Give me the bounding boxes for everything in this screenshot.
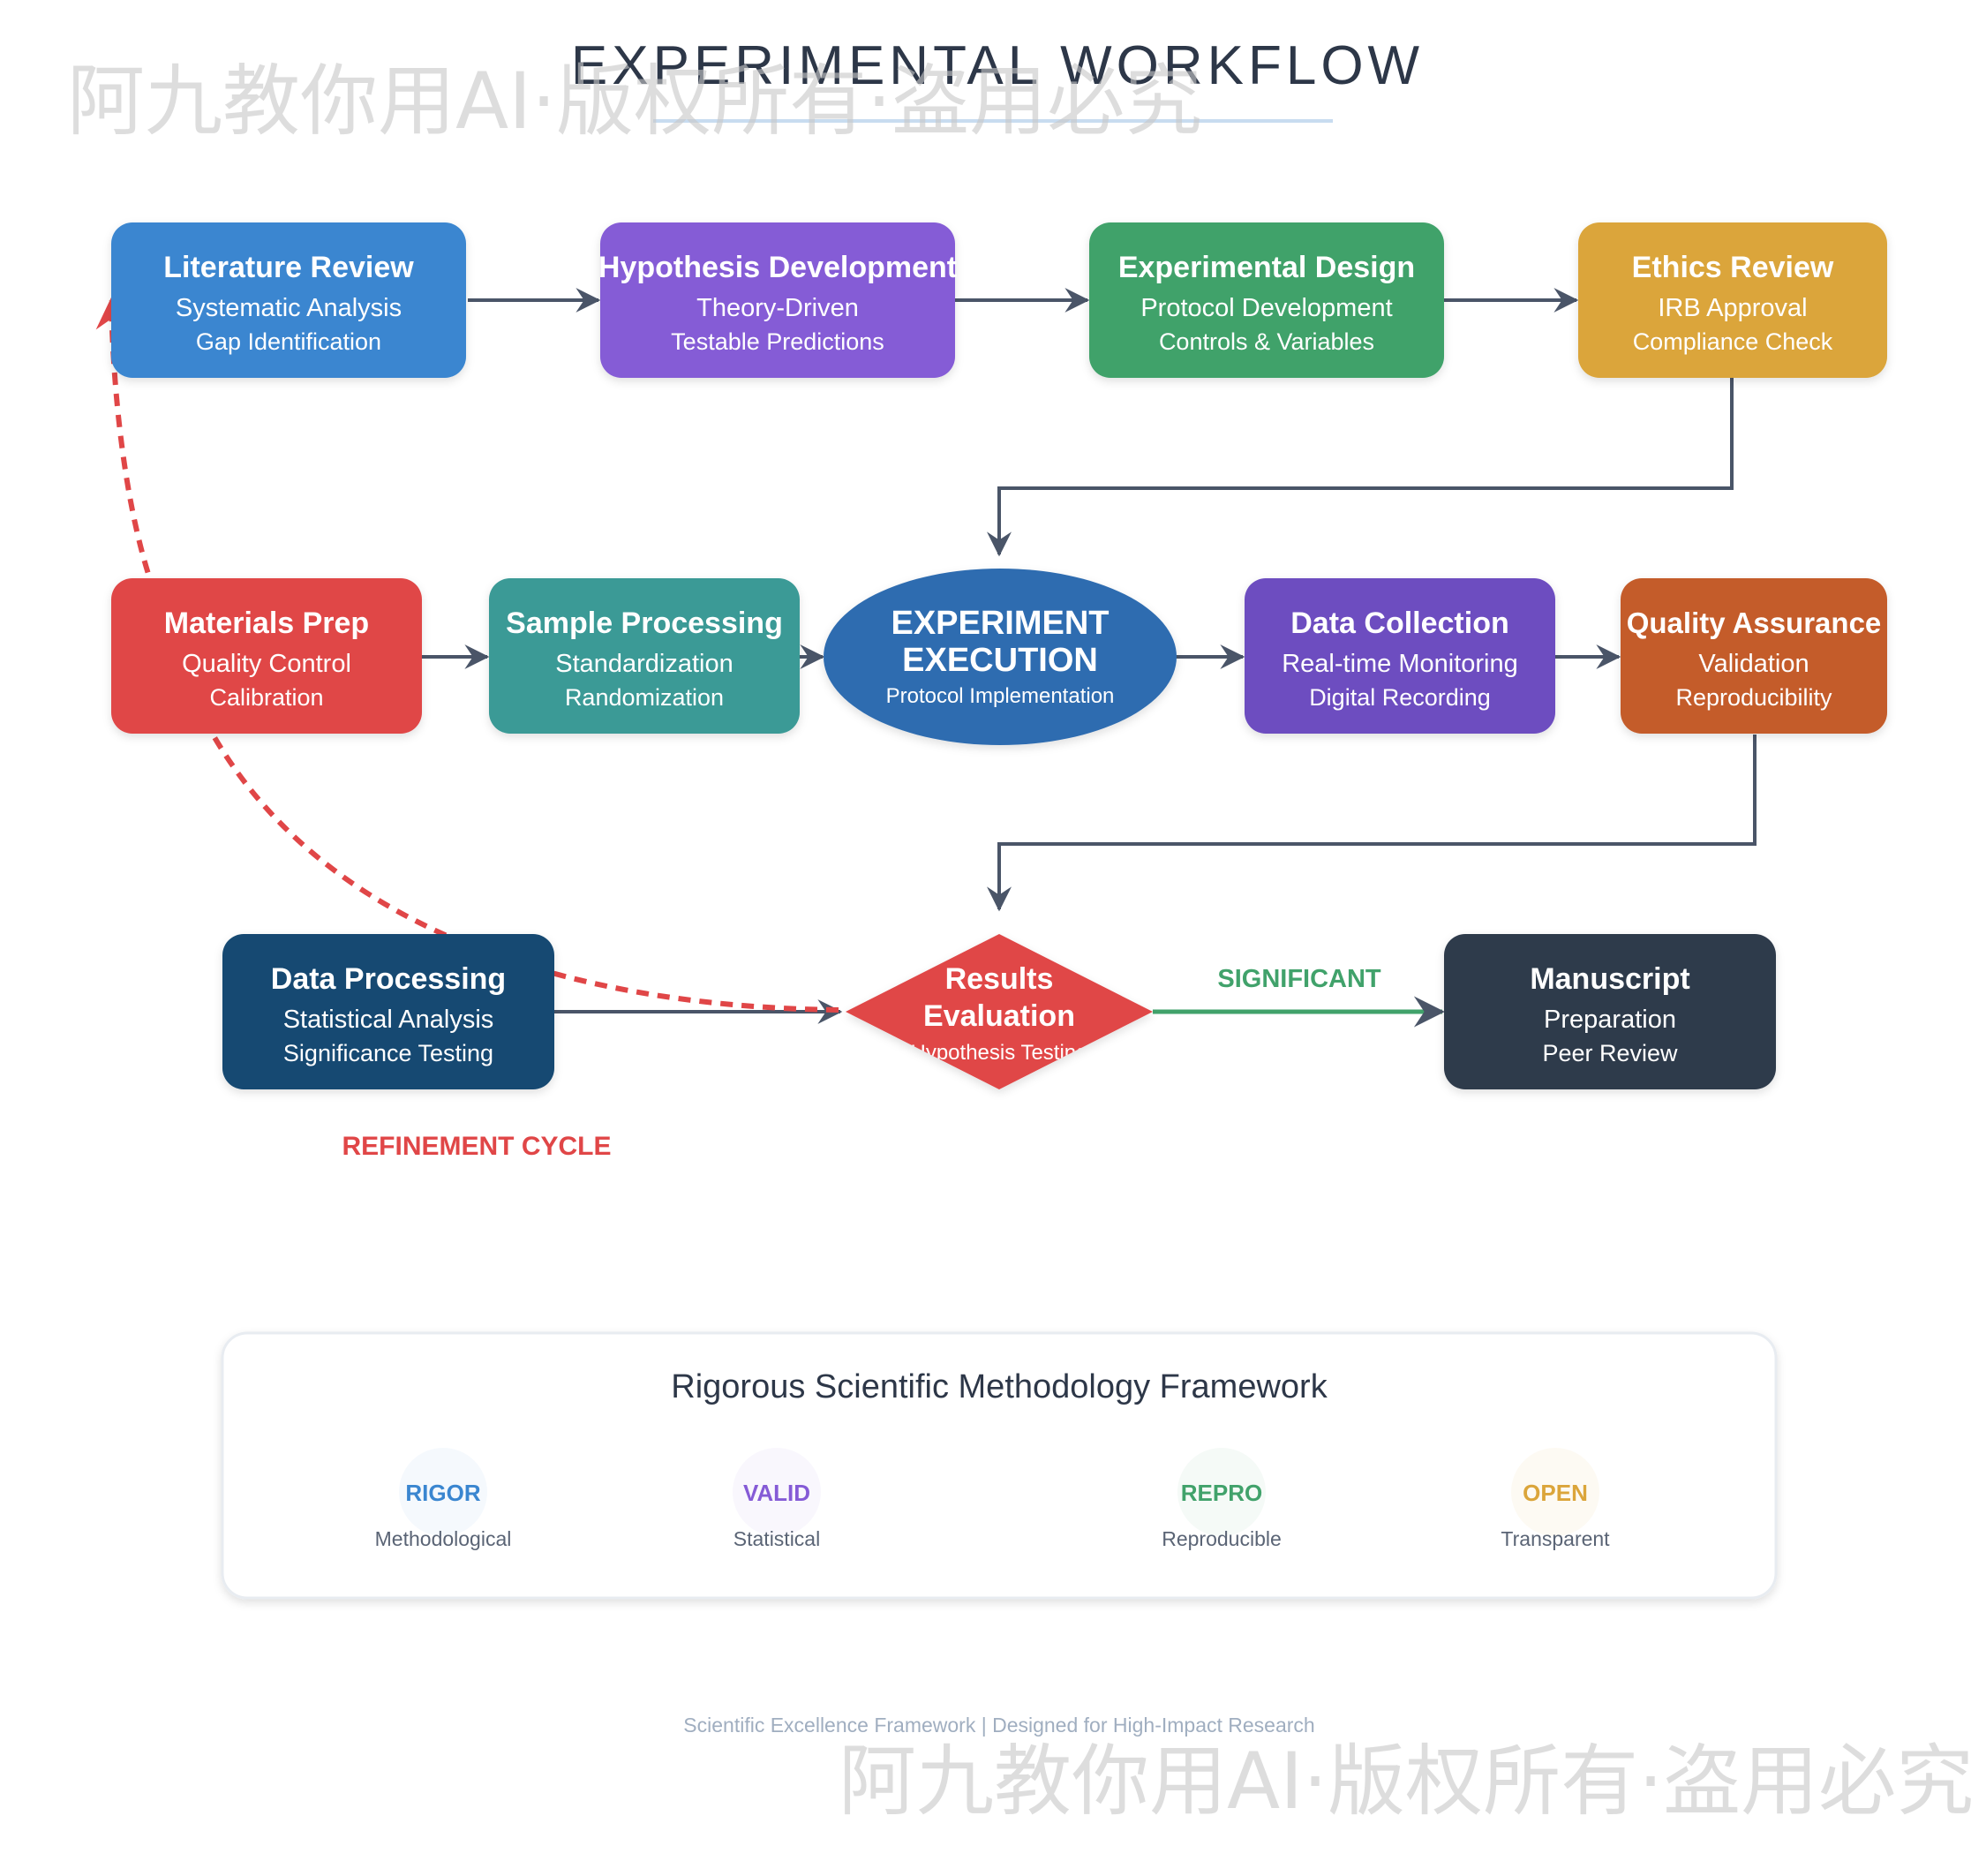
node-data-collection-line1: Real-time Monitoring (1282, 650, 1518, 678)
watermark-top: 阿九教你用AI·版权所有·盗用必究 (67, 56, 1202, 147)
node-experiment-execution-ellipse (824, 569, 1177, 745)
node-literature-review (111, 222, 466, 378)
node-hypothesis-line1: Theory-Driven (696, 294, 859, 322)
node-sample-processing-box (489, 578, 800, 734)
framework-item-valid: VALID Statistical (733, 1448, 821, 1550)
node-experimental-design-title: Experimental Design (1118, 251, 1415, 284)
node-hypothesis-box (600, 222, 955, 378)
node-results-evaluation-diamond (846, 934, 1153, 1089)
node-quality-assurance (1621, 578, 1887, 734)
node-ethics-review-title: Ethics Review (1632, 251, 1834, 284)
framework-item-open-label: OPEN (1523, 1480, 1588, 1506)
node-data-processing-title: Data Processing (271, 962, 506, 996)
framework-item-repro: REPRO Reproducible (1162, 1448, 1282, 1550)
arrow-ethics-to-exec (987, 378, 1734, 557)
node-ethics-review (1578, 222, 1887, 378)
framework-item-repro-badge (1177, 1448, 1266, 1536)
framework-panel (221, 1331, 1778, 1600)
connectors (422, 288, 1757, 1028)
node-manuscript (1444, 934, 1776, 1089)
framework-item-open-sub: Transparent (1501, 1527, 1610, 1550)
node-ethics-review-line1: IRB Approval (1658, 294, 1807, 322)
node-results-evaluation-title1: Results (945, 962, 1054, 996)
node-materials-prep-line2: Calibration (209, 684, 323, 711)
framework-item-rigor: RIGOR Methodological (375, 1448, 512, 1550)
framework-item-repro-sub: Reproducible (1162, 1527, 1282, 1550)
node-sample-processing-line2: Randomization (565, 684, 724, 711)
node-hypothesis (600, 222, 955, 378)
framework-item-rigor-label: RIGOR (405, 1480, 480, 1506)
node-quality-assurance-line2: Reproducibility (1675, 684, 1832, 711)
node-ethics-review-line2: Compliance Check (1633, 328, 1833, 355)
framework-item-rigor-sub: Methodological (375, 1527, 512, 1550)
node-materials-prep (111, 578, 422, 734)
watermark-bottom: 阿九教你用AI·版权所有·盗用必究 (839, 1736, 1974, 1827)
node-sample-processing-title: Sample Processing (506, 606, 783, 640)
node-sample-processing-line1: Standardization (555, 650, 733, 678)
node-experiment-execution-title1: EXPERIMENT (891, 605, 1109, 642)
node-results-evaluation (846, 934, 1153, 1089)
node-manuscript-line2: Peer Review (1542, 1040, 1678, 1066)
page-title: EXPERIMENTAL WORKFLOW (571, 35, 1424, 96)
footer-text: Scientific Excellence Framework | Design… (683, 1714, 1314, 1737)
node-ethics-review-box (1578, 222, 1887, 378)
node-literature-review-title: Literature Review (163, 251, 414, 284)
node-experiment-execution-title2: EXECUTION (902, 642, 1098, 679)
node-data-collection-line2: Digital Recording (1309, 684, 1491, 711)
node-materials-prep-box (111, 578, 422, 734)
framework-item-valid-label: VALID (743, 1480, 810, 1506)
node-materials-prep-line1: Quality Control (182, 650, 351, 678)
framework-item-rigor-badge (399, 1448, 487, 1536)
node-experimental-design (1089, 222, 1444, 378)
node-literature-review-line2: Gap Identification (196, 328, 381, 355)
framework-item-repro-label: REPRO (1181, 1480, 1262, 1506)
node-literature-review-box (111, 222, 466, 378)
node-quality-assurance-title: Quality Assurance (1627, 606, 1882, 639)
refinement-cycle-label: REFINEMENT CYCLE (342, 1132, 611, 1161)
framework-item-valid-sub: Statistical (733, 1527, 820, 1550)
node-data-collection (1245, 578, 1555, 734)
node-experiment-execution-line1: Protocol Implementation (886, 684, 1115, 708)
significant-label: SIGNIFICANT (1217, 965, 1381, 993)
node-hypothesis-title: Hypothesis Development (598, 251, 957, 284)
node-results-evaluation-line1: Hypothesis Testing (911, 1041, 1088, 1065)
node-quality-assurance-box (1621, 578, 1887, 734)
node-manuscript-box (1444, 934, 1776, 1089)
node-manuscript-title: Manuscript (1530, 962, 1689, 996)
node-experimental-design-line2: Controls & Variables (1159, 328, 1374, 355)
node-data-processing-line2: Significance Testing (283, 1040, 493, 1066)
framework-item-open: OPEN Transparent (1501, 1448, 1610, 1550)
refinement-cycle-path (95, 298, 839, 1013)
arrow-qa-to-results (987, 735, 1757, 912)
node-literature-review-line1: Systematic Analysis (176, 294, 402, 322)
framework-item-valid-badge (733, 1448, 821, 1536)
node-quality-assurance-line1: Validation (1698, 650, 1809, 678)
node-data-collection-title: Data Collection (1290, 606, 1508, 640)
node-hypothesis-line2: Testable Predictions (671, 328, 884, 355)
node-data-processing-box (222, 934, 554, 1089)
framework-item-open-badge (1511, 1448, 1599, 1536)
node-data-processing-line1: Statistical Analysis (283, 1006, 494, 1034)
node-manuscript-line1: Preparation (1544, 1006, 1676, 1034)
node-experimental-design-box (1089, 222, 1444, 378)
node-sample-processing (489, 578, 800, 734)
node-materials-prep-title: Materials Prep (164, 606, 369, 640)
node-experiment-execution (824, 569, 1177, 745)
node-data-collection-box (1245, 578, 1555, 734)
node-results-evaluation-title2: Evaluation (923, 999, 1075, 1033)
node-data-processing (222, 934, 554, 1089)
node-experimental-design-line1: Protocol Development (1140, 294, 1392, 322)
framework-title: Rigorous Scientific Methodology Framewor… (671, 1368, 1328, 1405)
